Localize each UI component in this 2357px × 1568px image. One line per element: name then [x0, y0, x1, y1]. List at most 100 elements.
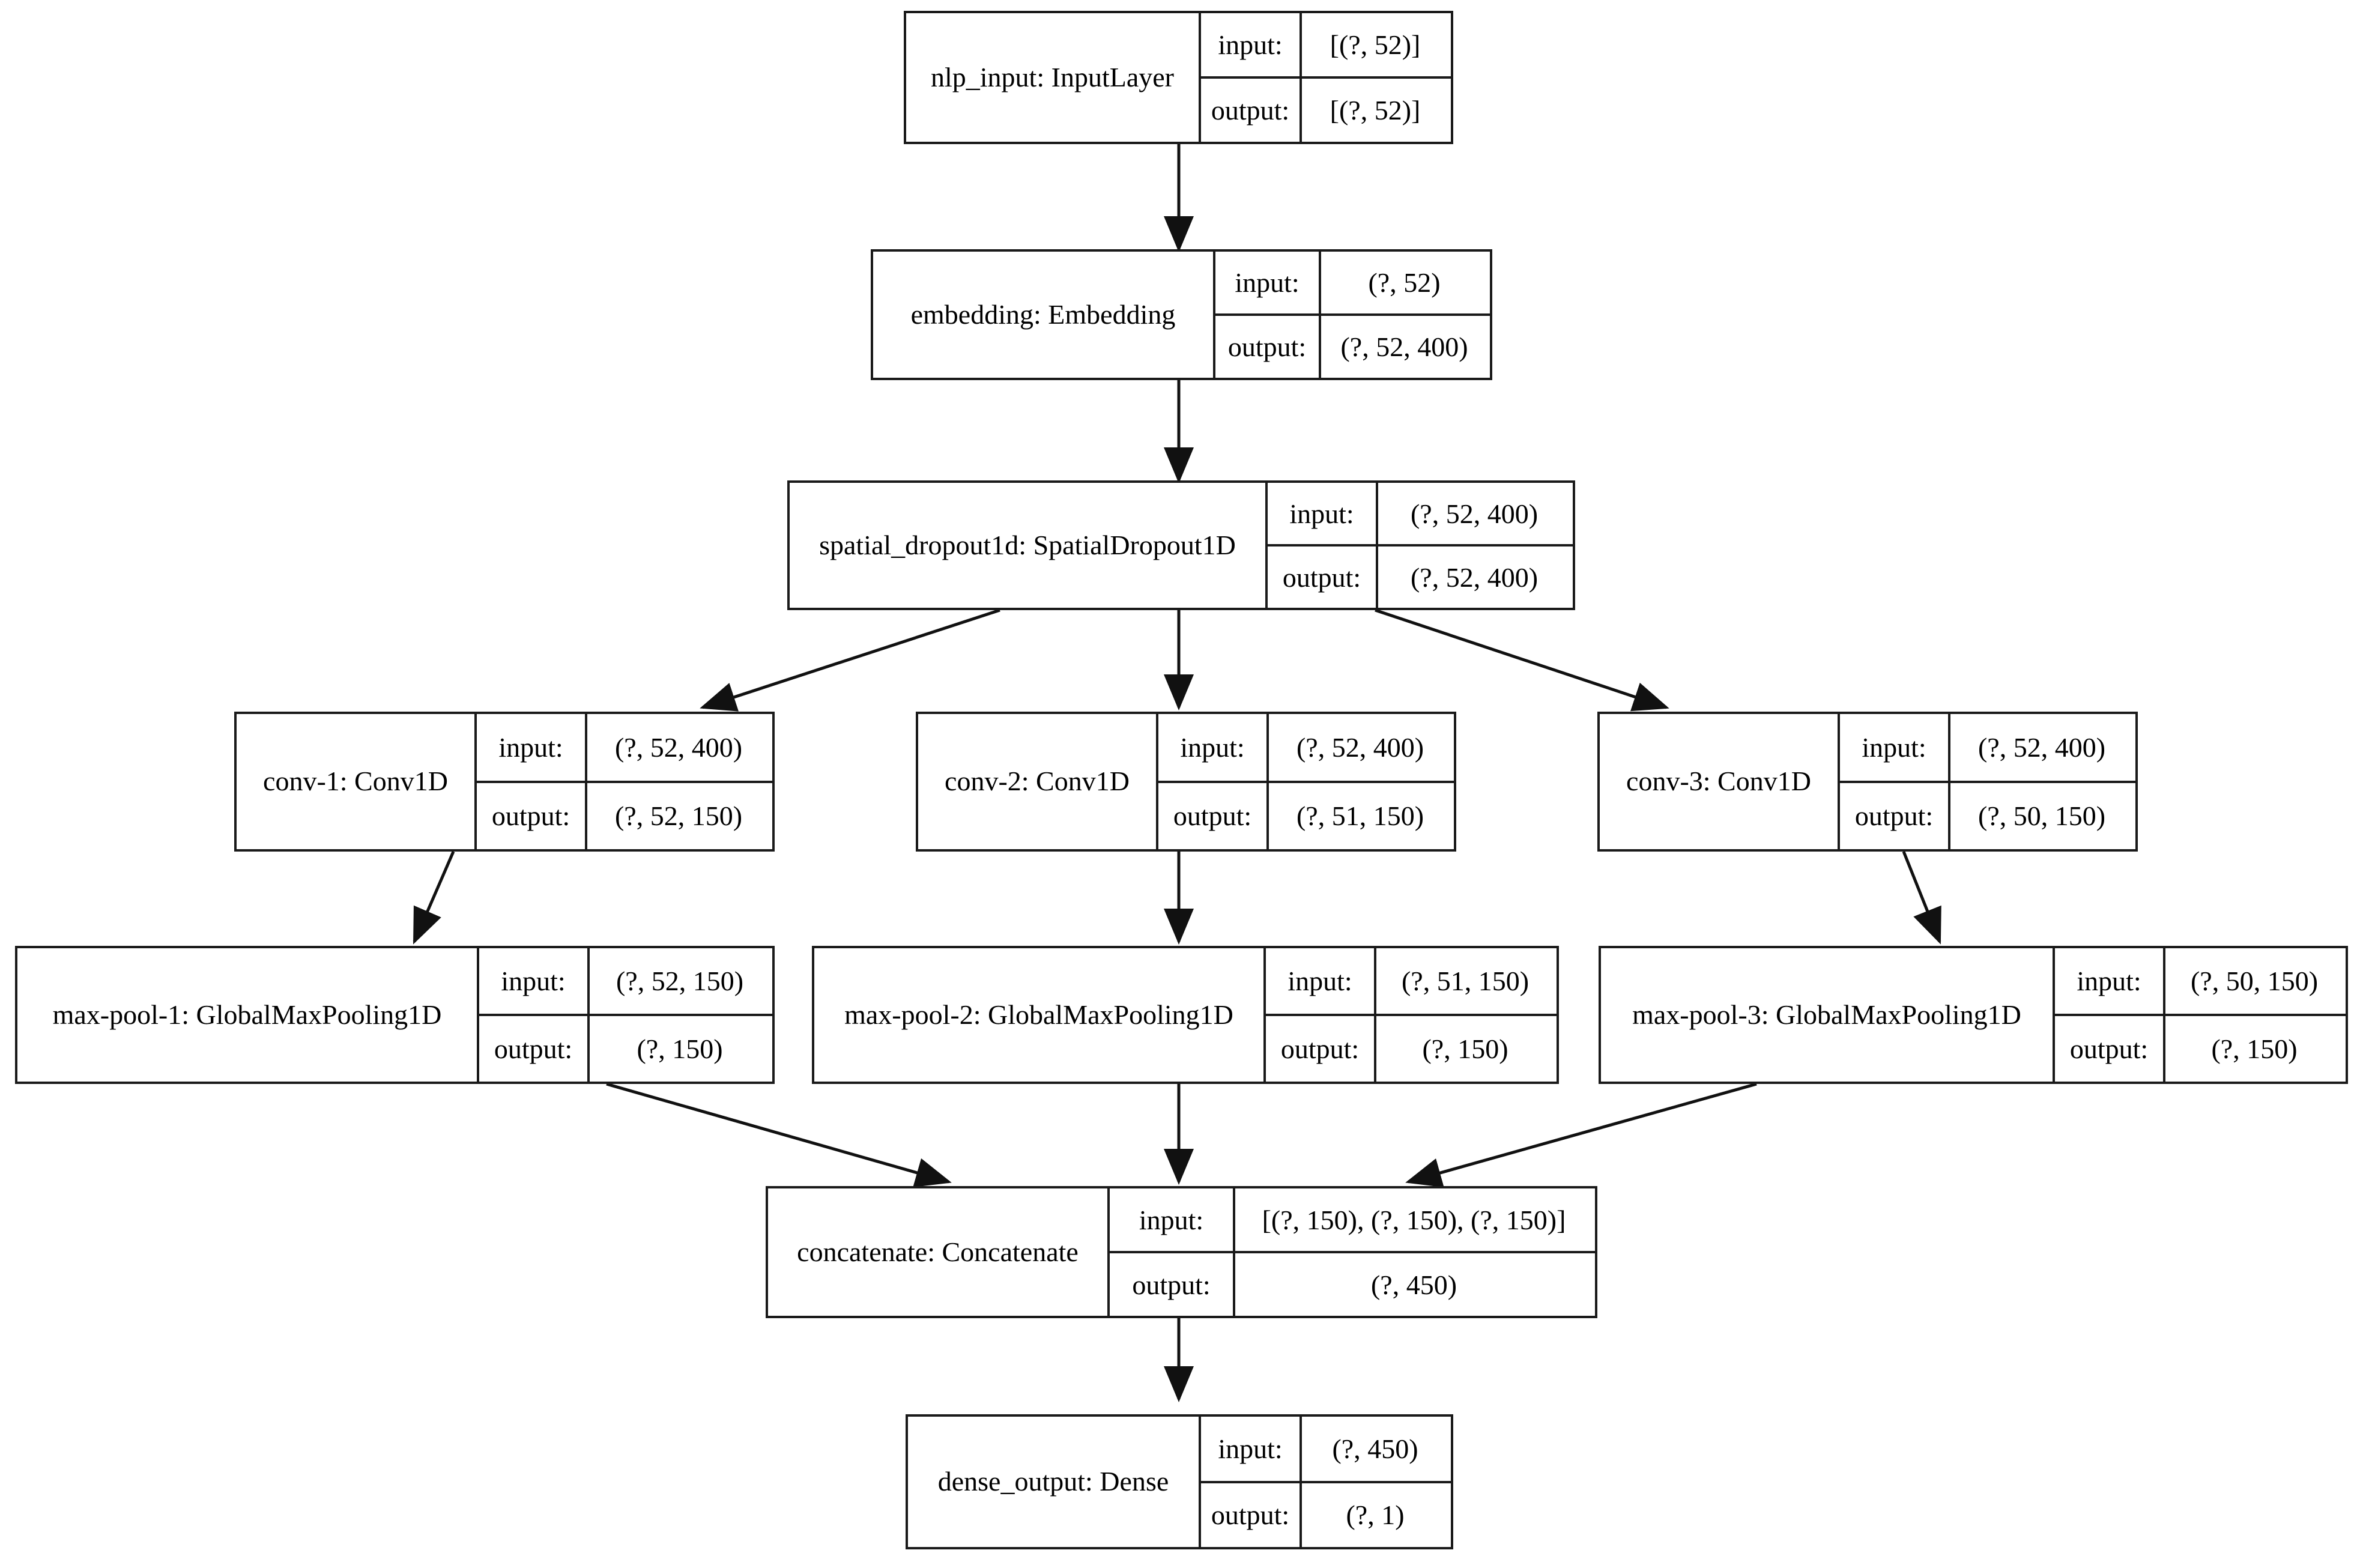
output-label: output: — [1282, 562, 1361, 593]
input-label: input: — [498, 731, 563, 763]
input-shape-value: (?, 52) — [1319, 252, 1487, 313]
input-label: input: — [1180, 731, 1245, 763]
node-label: dense_output: Dense — [937, 1466, 1169, 1497]
node-embedding[interactable]: embedding: Embedding input: (?, 52) outp… — [871, 249, 1492, 380]
output-shape-value: (?, 150) — [2163, 1016, 2343, 1082]
output-label: output: — [1132, 1269, 1211, 1300]
node-label: conv-2: Conv1D — [945, 766, 1130, 797]
output-label: output: — [1173, 801, 1252, 832]
io-row-output: output: (?, 150) — [2055, 1016, 2346, 1082]
node-label: spatial_dropout1d: SpatialDropout1D — [819, 529, 1236, 560]
node-label: nlp_input: InputLayer — [931, 61, 1174, 92]
node-label: conv-1: Conv1D — [263, 766, 448, 797]
output-shape-value: (?, 450) — [1233, 1253, 1593, 1316]
input-shape-value: (?, 52, 400) — [585, 714, 770, 781]
node-label: max-pool-1: GlobalMaxPooling1D — [52, 999, 442, 1030]
input-label: input: — [1235, 267, 1300, 298]
input-label: input: — [1287, 966, 1352, 996]
io-row-input: input: (?, 52, 150) — [479, 948, 772, 1016]
output-label: output: — [1854, 801, 1934, 832]
node-concatenate[interactable]: concatenate: Concatenate input: [(?, 150… — [766, 1186, 1597, 1318]
output-label: output: — [2069, 1034, 2149, 1064]
edge-spatial_dropout1d-conv_3 — [1375, 608, 1669, 712]
node-io-table: input: (?, 51, 150) output: (?, 150) — [1263, 948, 1557, 1082]
edge-max_pool_1-concatenate — [606, 1082, 952, 1187]
io-row-output: output: (?, 150) — [479, 1016, 772, 1082]
node-io-table: input: (?, 450) output: (?, 1) — [1199, 1417, 1451, 1547]
output-label: output: — [1227, 331, 1307, 362]
input-label: input: — [1862, 731, 1926, 763]
edge-max_pool_3-concatenate — [1405, 1082, 1757, 1188]
io-row-input: input: [(?, 52)] — [1201, 13, 1451, 79]
output-shape-value: (?, 52, 400) — [1319, 316, 1487, 378]
node-conv-3[interactable]: conv-3: Conv1D input: (?, 52, 400) outpu… — [1597, 712, 2138, 852]
io-row-input: input: (?, 52) — [1215, 252, 1490, 316]
node-io-table: input: [(?, 150), (?, 150), (?, 150)] ou… — [1107, 1188, 1595, 1316]
node-max-pool-1[interactable]: max-pool-1: GlobalMaxPooling1D input: (?… — [15, 946, 775, 1084]
io-row-input: input: (?, 50, 150) — [2055, 948, 2346, 1016]
io-row-input: input: [(?, 150), (?, 150), (?, 150)] — [1110, 1188, 1595, 1253]
io-row-output: output: (?, 52, 150) — [477, 782, 772, 849]
output-label: output: — [494, 1034, 573, 1064]
node-label: max-pool-2: GlobalMaxPooling1D — [844, 999, 1233, 1030]
io-row-input: input: (?, 51, 150) — [1266, 948, 1557, 1016]
input-shape-value: (?, 52, 400) — [1376, 483, 1570, 544]
node-conv-2[interactable]: conv-2: Conv1D input: (?, 52, 400) outpu… — [916, 712, 1456, 852]
io-row-output: output: (?, 52, 400) — [1215, 316, 1490, 378]
io-row-output: output: (?, 1) — [1201, 1483, 1451, 1547]
output-label: output: — [1211, 1500, 1290, 1531]
node-nlp-input[interactable]: nlp_input: InputLayer input: [(?, 52)] o… — [904, 11, 1453, 144]
node-label: conv-3: Conv1D — [1626, 766, 1811, 797]
node-label: concatenate: Concatenate — [797, 1236, 1079, 1267]
input-shape-value: (?, 52, 400) — [1948, 714, 2133, 781]
edge-spatial_dropout1d-conv_1 — [700, 608, 1000, 712]
node-max-pool-3[interactable]: max-pool-3: GlobalMaxPooling1D input: (?… — [1599, 946, 2348, 1084]
io-row-output: output: (?, 50, 150) — [1840, 782, 2135, 849]
io-row-input: input: (?, 52, 400) — [477, 714, 772, 783]
node-io-table: input: (?, 52) output: (?, 52, 400) — [1213, 252, 1490, 378]
io-row-input: input: (?, 52, 400) — [1158, 714, 1454, 783]
input-shape-value: [(?, 150), (?, 150), (?, 150)] — [1233, 1188, 1593, 1251]
node-io-table: input: [(?, 52)] output: [(?, 52)] — [1199, 13, 1451, 142]
io-row-input: input: (?, 52, 400) — [1268, 483, 1573, 546]
input-shape-value: [(?, 52)] — [1300, 13, 1448, 76]
node-io-table: input: (?, 52, 400) output: (?, 52, 150) — [474, 714, 772, 849]
node-spatial-dropout1d[interactable]: spatial_dropout1d: SpatialDropout1D inpu… — [787, 480, 1575, 610]
input-shape-value: (?, 50, 150) — [2163, 948, 2343, 1014]
input-shape-value: (?, 450) — [1300, 1417, 1448, 1481]
output-label: output: — [491, 801, 570, 832]
output-shape-value: (?, 150) — [1374, 1016, 1554, 1082]
input-label: input: — [501, 966, 566, 996]
output-shape-value: (?, 150) — [587, 1016, 770, 1082]
io-row-input: input: (?, 450) — [1201, 1417, 1451, 1483]
output-shape-value: (?, 51, 150) — [1266, 782, 1451, 849]
output-label: output: — [1280, 1034, 1360, 1064]
io-row-output: output: (?, 51, 150) — [1158, 782, 1454, 849]
node-io-table: input: (?, 52, 400) output: (?, 52, 400) — [1265, 483, 1573, 608]
node-dense-output[interactable]: dense_output: Dense input: (?, 450) outp… — [906, 1414, 1453, 1549]
node-label: embedding: Embedding — [910, 298, 1176, 330]
output-shape-value: (?, 52, 150) — [585, 782, 770, 849]
node-max-pool-2[interactable]: max-pool-2: GlobalMaxPooling1D input: (?… — [812, 946, 1559, 1084]
output-label: output: — [1211, 95, 1290, 126]
io-row-output: output: (?, 52, 400) — [1268, 546, 1573, 608]
output-shape-value: (?, 52, 400) — [1376, 546, 1570, 608]
input-shape-value: (?, 52, 150) — [587, 948, 770, 1014]
input-shape-value: (?, 52, 400) — [1266, 714, 1451, 781]
io-row-input: input: (?, 52, 400) — [1840, 714, 2135, 783]
node-io-table: input: (?, 52, 400) output: (?, 50, 150) — [1838, 714, 2135, 849]
node-label: max-pool-3: GlobalMaxPooling1D — [1632, 999, 2021, 1030]
input-label: input: — [1139, 1204, 1204, 1235]
input-label: input: — [1218, 29, 1283, 60]
input-label: input: — [1218, 1433, 1283, 1464]
input-label: input: — [1289, 498, 1354, 529]
edge-conv_1-max_pool_1 — [413, 851, 455, 945]
node-io-table: input: (?, 50, 150) output: (?, 150) — [2053, 948, 2346, 1082]
output-shape-value: [(?, 52)] — [1300, 79, 1448, 142]
io-row-output: output: (?, 150) — [1266, 1016, 1557, 1082]
node-conv-1[interactable]: conv-1: Conv1D input: (?, 52, 400) outpu… — [234, 712, 775, 852]
output-shape-value: (?, 50, 150) — [1948, 782, 2133, 849]
node-io-table: input: (?, 52, 400) output: (?, 51, 150) — [1156, 714, 1454, 849]
